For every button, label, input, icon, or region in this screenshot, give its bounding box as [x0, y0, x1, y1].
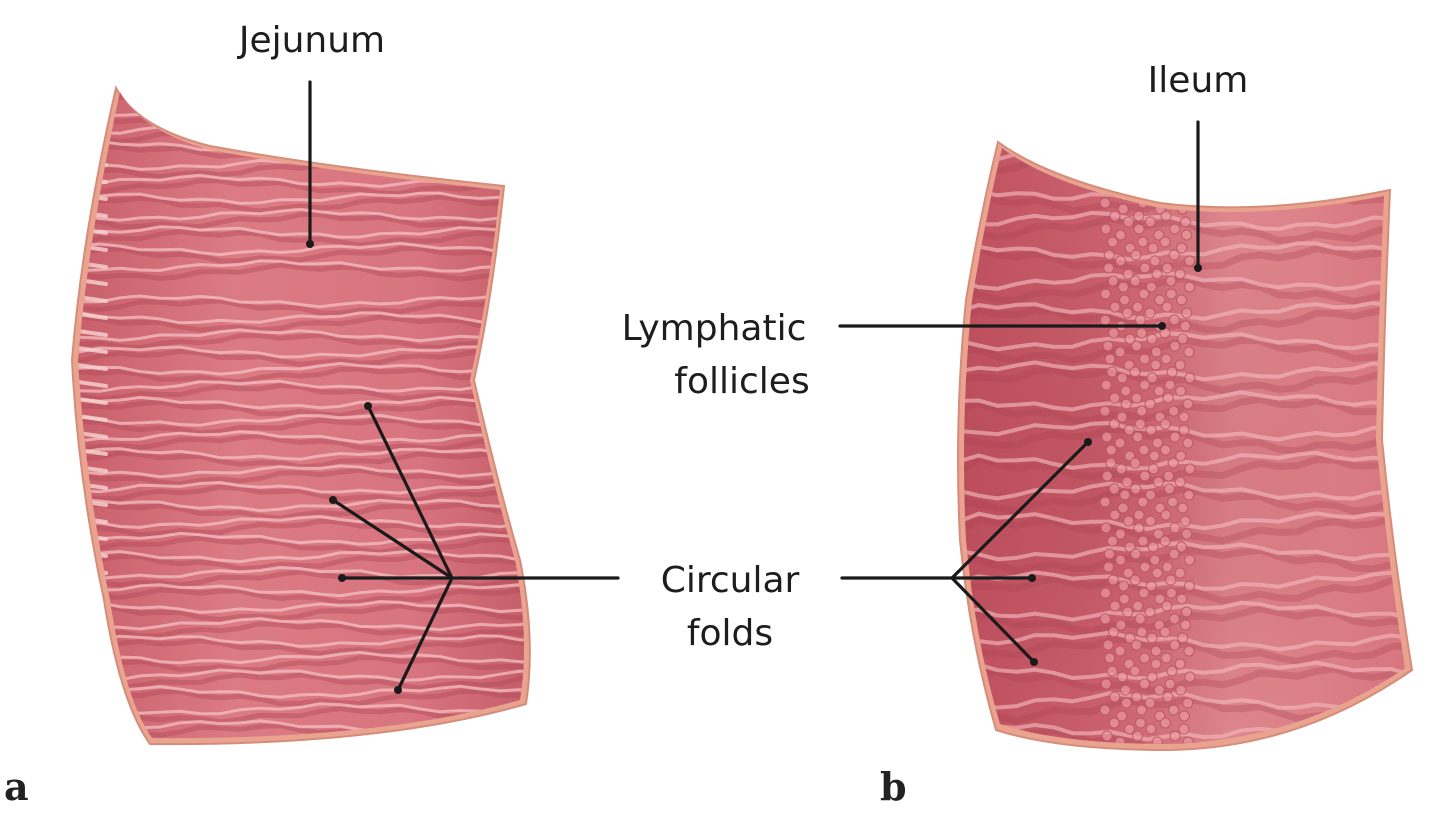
lymphatic-follicles-label-line2: follicles — [674, 361, 809, 402]
lymphatic-follicles-leader-dot — [1158, 322, 1166, 330]
panel-label-b: b — [880, 764, 907, 809]
jejunum-label: Jejunum — [237, 20, 385, 61]
lymphatic-follicles-label-line1: Lymphatic — [622, 308, 807, 349]
leader-lines — [306, 80, 1202, 694]
panel-label-a: a — [4, 764, 29, 809]
text-labels: Jejunum Ileum Lymphatic follicles Circul… — [4, 20, 1248, 809]
circular-folds-leader-a — [329, 402, 620, 694]
circular-folds-label-line2: folds — [687, 613, 773, 654]
jejunum-leader-dot — [306, 240, 314, 248]
ileum-segment — [957, 140, 1414, 752]
ileum-label: Ileum — [1148, 60, 1249, 101]
jejunum-segment — [70, 85, 531, 746]
ileum-leader-dot — [1194, 264, 1202, 272]
circular-folds-label-line1: Circular — [661, 560, 800, 601]
circular-folds-leader-b — [840, 438, 1092, 666]
